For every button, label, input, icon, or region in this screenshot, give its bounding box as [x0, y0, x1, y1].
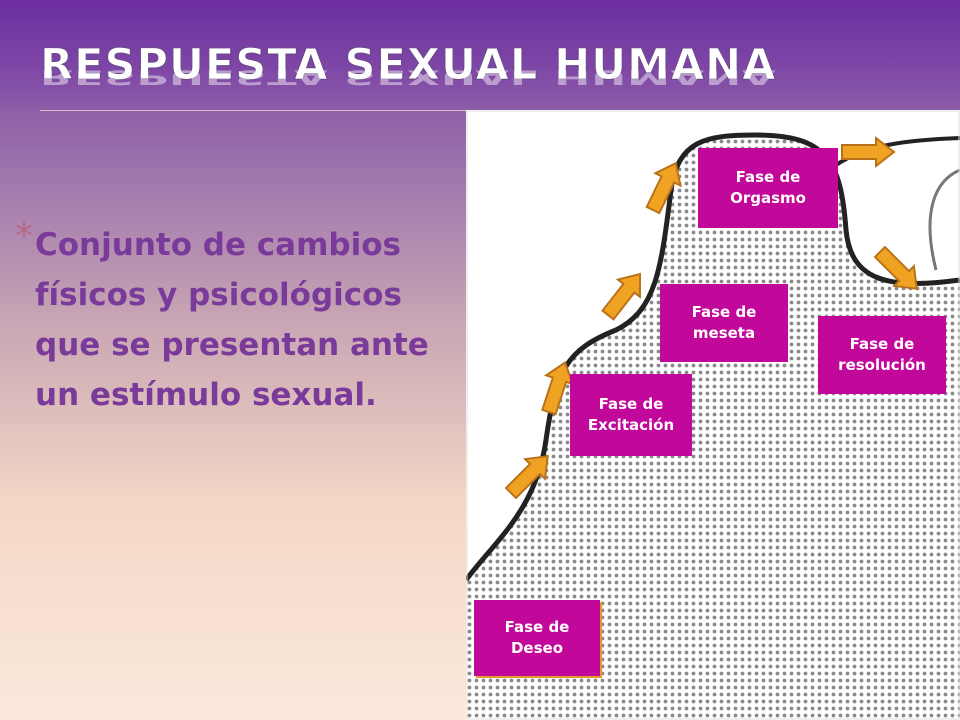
arrow-icon: [504, 455, 549, 500]
arrow-icon: [841, 135, 896, 169]
arrow-icon: [873, 245, 918, 290]
arrow-icon: [541, 360, 575, 416]
phase-box-orgasmo: Fase de Orgasmo: [698, 148, 838, 228]
phase-box-resolucion: Fase de resolución: [818, 316, 946, 394]
response-curve-graphic: [466, 110, 960, 720]
title-divider: [40, 110, 740, 111]
bullet-point: * Conjunto de cambios físicos y psicológ…: [15, 216, 455, 420]
bullet-text: Conjunto de cambios físicos y psicológic…: [35, 227, 429, 413]
side-curve-line: [928, 168, 960, 271]
bullet-marker: *: [15, 216, 33, 257]
arrow-icon: [601, 272, 642, 321]
slide-title: RESPUESTA SEXUAL HUMANA: [39, 40, 777, 91]
phase-box-excitacion: Fase de Excitación: [570, 374, 692, 456]
phase-box-deseo: Fase de Deseo: [474, 600, 600, 676]
response-area: [466, 135, 960, 720]
arrow-icon: [645, 161, 682, 215]
phase-box-meseta: Fase de meseta: [660, 284, 788, 362]
slide-title-reflection: RESPUESTA SEXUAL HUMANA: [40, 65, 777, 89]
header-band: [0, 0, 960, 110]
sexual-response-diagram: Fase de Deseo Fase de Excitación Fase de…: [466, 110, 960, 720]
